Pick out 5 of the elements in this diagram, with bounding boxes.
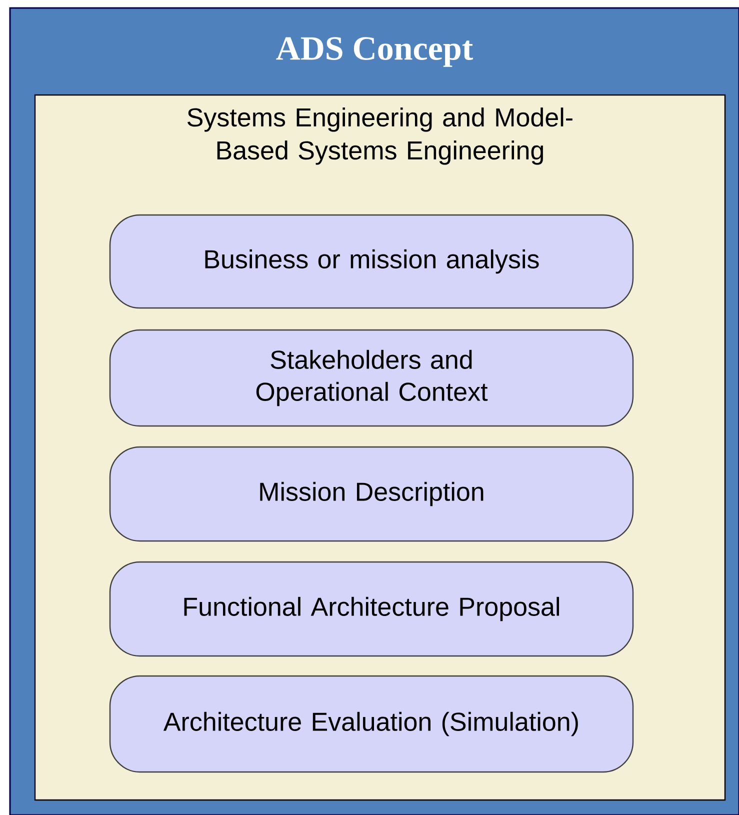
process-box: Functional Architecture Proposal [109, 561, 634, 657]
process-box: Stakeholders and Operational Context [109, 329, 634, 427]
process-box: Mission Description [109, 446, 634, 542]
process-box: Business or mission analysis [109, 214, 634, 309]
process-box: Architecture Evaluation (Simulation) [109, 675, 634, 773]
